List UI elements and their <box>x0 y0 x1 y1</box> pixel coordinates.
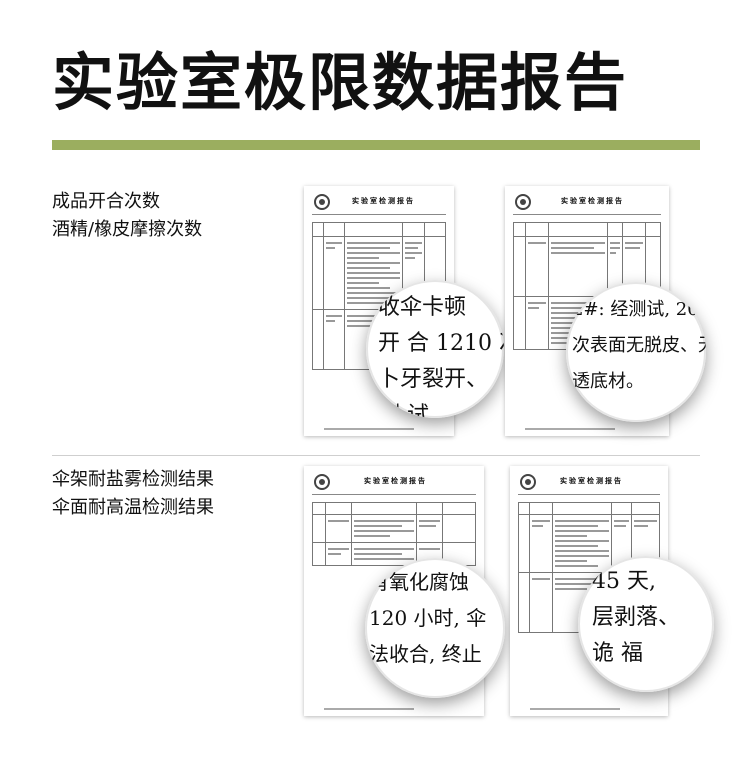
seal-icon <box>314 474 330 490</box>
report-footer-rule <box>324 428 414 430</box>
zoom-text-line: 透底材。 <box>572 371 644 392</box>
section-2-label: 伞架耐盐雾检测结果 伞面耐高温检测结果 <box>52 466 214 522</box>
zoom-text-line: 2#: 经测试, 2000 <box>572 299 706 320</box>
zoom-text-line: 120 小时, 伞 <box>369 606 487 630</box>
magnifier-zoom: 45 天, 层剥落、 诡 福 <box>578 556 714 692</box>
seal-icon <box>520 474 536 490</box>
zoom-text-line: 卜牙裂开、 <box>378 367 489 392</box>
section-1-label: 成品开合次数 酒精/橡皮摩擦次数 <box>52 188 202 244</box>
seal-icon <box>515 194 531 210</box>
report-header-rule <box>518 494 660 501</box>
magnifier-zoom: 2#: 经测试, 2000 次表面无脱皮、无 透底材。 试 <box>566 282 706 422</box>
label-line: 伞架耐盐雾检测结果 <box>52 469 214 490</box>
section-divider <box>52 455 700 456</box>
label-line: 成品开合次数 <box>52 191 160 212</box>
report-title: 实验室检测报告 <box>352 197 415 205</box>
magnifier-zoom: 有氧化腐蚀 120 小时, 伞 法收合, 终止 <box>365 558 505 698</box>
zoom-text-line: 开 合 1210 次 <box>378 331 504 356</box>
report-header-rule <box>513 214 661 221</box>
seal-icon <box>314 194 330 210</box>
zoom-text-line: 收伞卡顿 <box>378 295 467 320</box>
zoom-text-line: 有氧化腐蚀 <box>369 570 469 594</box>
report-header-rule <box>312 214 446 221</box>
zoom-text-line: 试 <box>572 407 590 422</box>
zoom-text-line: 45 天, <box>592 569 656 594</box>
zoom-text-line: 层剥落、 <box>592 605 681 630</box>
report-footer-rule <box>324 708 414 710</box>
report-header-rule <box>312 494 476 501</box>
zoom-text-line: 次表面无脱皮、无 <box>572 335 706 356</box>
page-title: 实验室极限数据报告 <box>52 46 629 119</box>
report-footer-rule <box>530 708 620 710</box>
report-title: 实验室检测报告 <box>560 477 623 485</box>
report-title: 实验室检测报告 <box>561 197 624 205</box>
zoom-text-line: 诡 福 <box>592 641 643 666</box>
title-underline-bar <box>52 140 700 150</box>
report-footer-rule <box>525 428 615 430</box>
report-table <box>311 502 476 566</box>
label-line: 伞面耐高温检测结果 <box>52 497 214 518</box>
report-title: 实验室检测报告 <box>364 477 427 485</box>
label-line: 酒精/橡皮摩擦次数 <box>52 219 203 240</box>
zoom-text-line: 法收合, 终止 <box>369 642 482 666</box>
magnifier-zoom: 收伞卡顿 开 合 1210 次 卜牙裂开、 测 试 <box>366 280 504 418</box>
zoom-text-line: 测 试 <box>378 403 429 418</box>
